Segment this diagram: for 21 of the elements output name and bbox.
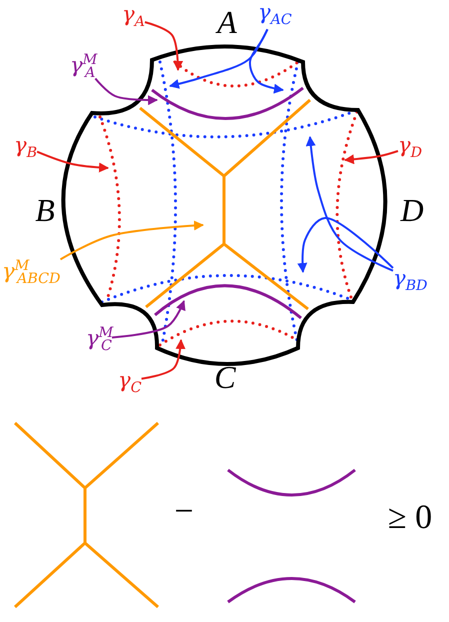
region-letter: D: [400, 194, 424, 226]
region-letter: C: [214, 361, 236, 393]
region-letter: B: [35, 194, 55, 226]
leader-arrow: [36, 150, 109, 172]
inequality-sign: ≥ 0: [388, 501, 432, 535]
leader-arrow: [141, 339, 186, 380]
leader-arrow: [344, 150, 398, 164]
leader-arrow: [112, 300, 186, 338]
leader-arrow: [144, 21, 183, 71]
curve-label: γ$_{A}$: [122, 2, 145, 32]
leader-arrow: [94, 78, 158, 106]
curve-label: γ$_{BD}$: [393, 266, 428, 296]
leader-arrow: [248, 28, 284, 94]
leader-arrow: [306, 136, 394, 272]
leader-arrow: [297, 217, 394, 273]
curve-label: γ$_{D}$: [398, 133, 422, 162]
minus-sign: −: [174, 495, 194, 529]
curve-label: γ$_{C}$: [118, 368, 142, 398]
curve-label: γ$_{AC}$: [258, 0, 292, 30]
curve-label: γ$_{B}$: [14, 133, 38, 162]
region-letter: A: [217, 6, 237, 38]
